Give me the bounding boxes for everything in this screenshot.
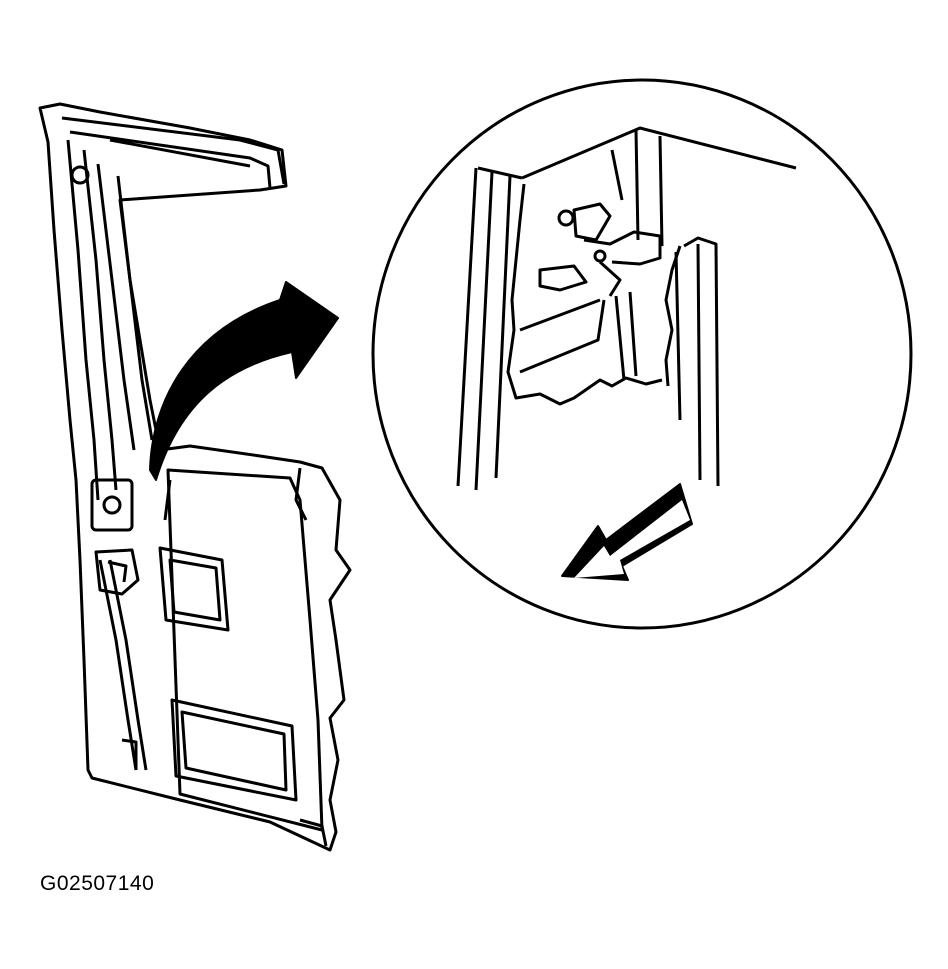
access-hole-upper bbox=[158, 546, 230, 632]
channel-lines bbox=[610, 149, 638, 381]
latch-pin-detail bbox=[593, 249, 607, 263]
window-top-rail bbox=[61, 116, 286, 189]
regulator-rod bbox=[98, 559, 148, 771]
latch-wall bbox=[506, 126, 797, 406]
access-hole-lower bbox=[170, 698, 298, 802]
latch-bracket bbox=[90, 478, 134, 532]
callout-arrow-icon bbox=[149, 281, 339, 481]
window-channel bbox=[66, 139, 154, 501]
detail-view bbox=[371, 78, 913, 630]
detail-circle bbox=[371, 78, 913, 630]
latch-bolt bbox=[102, 495, 122, 515]
hinge-top bbox=[70, 165, 90, 185]
inner-panel-edge bbox=[163, 467, 308, 521]
latch-bolt-detail bbox=[557, 209, 575, 227]
latch-linkage bbox=[94, 548, 140, 596]
door-bottom-bracket bbox=[121, 738, 328, 847]
direction-arrow-face bbox=[574, 500, 690, 578]
door-outer-frame bbox=[38, 102, 352, 852]
jamb-right bbox=[674, 236, 720, 487]
latch-mechanism bbox=[538, 202, 662, 297]
door-panel bbox=[38, 102, 352, 852]
latch-ledge bbox=[519, 298, 606, 374]
inner-panel bbox=[166, 468, 324, 832]
figure-code-label: G02507140 bbox=[40, 872, 155, 895]
direction-arrow-icon bbox=[561, 483, 693, 581]
jamb-left bbox=[456, 166, 523, 491]
